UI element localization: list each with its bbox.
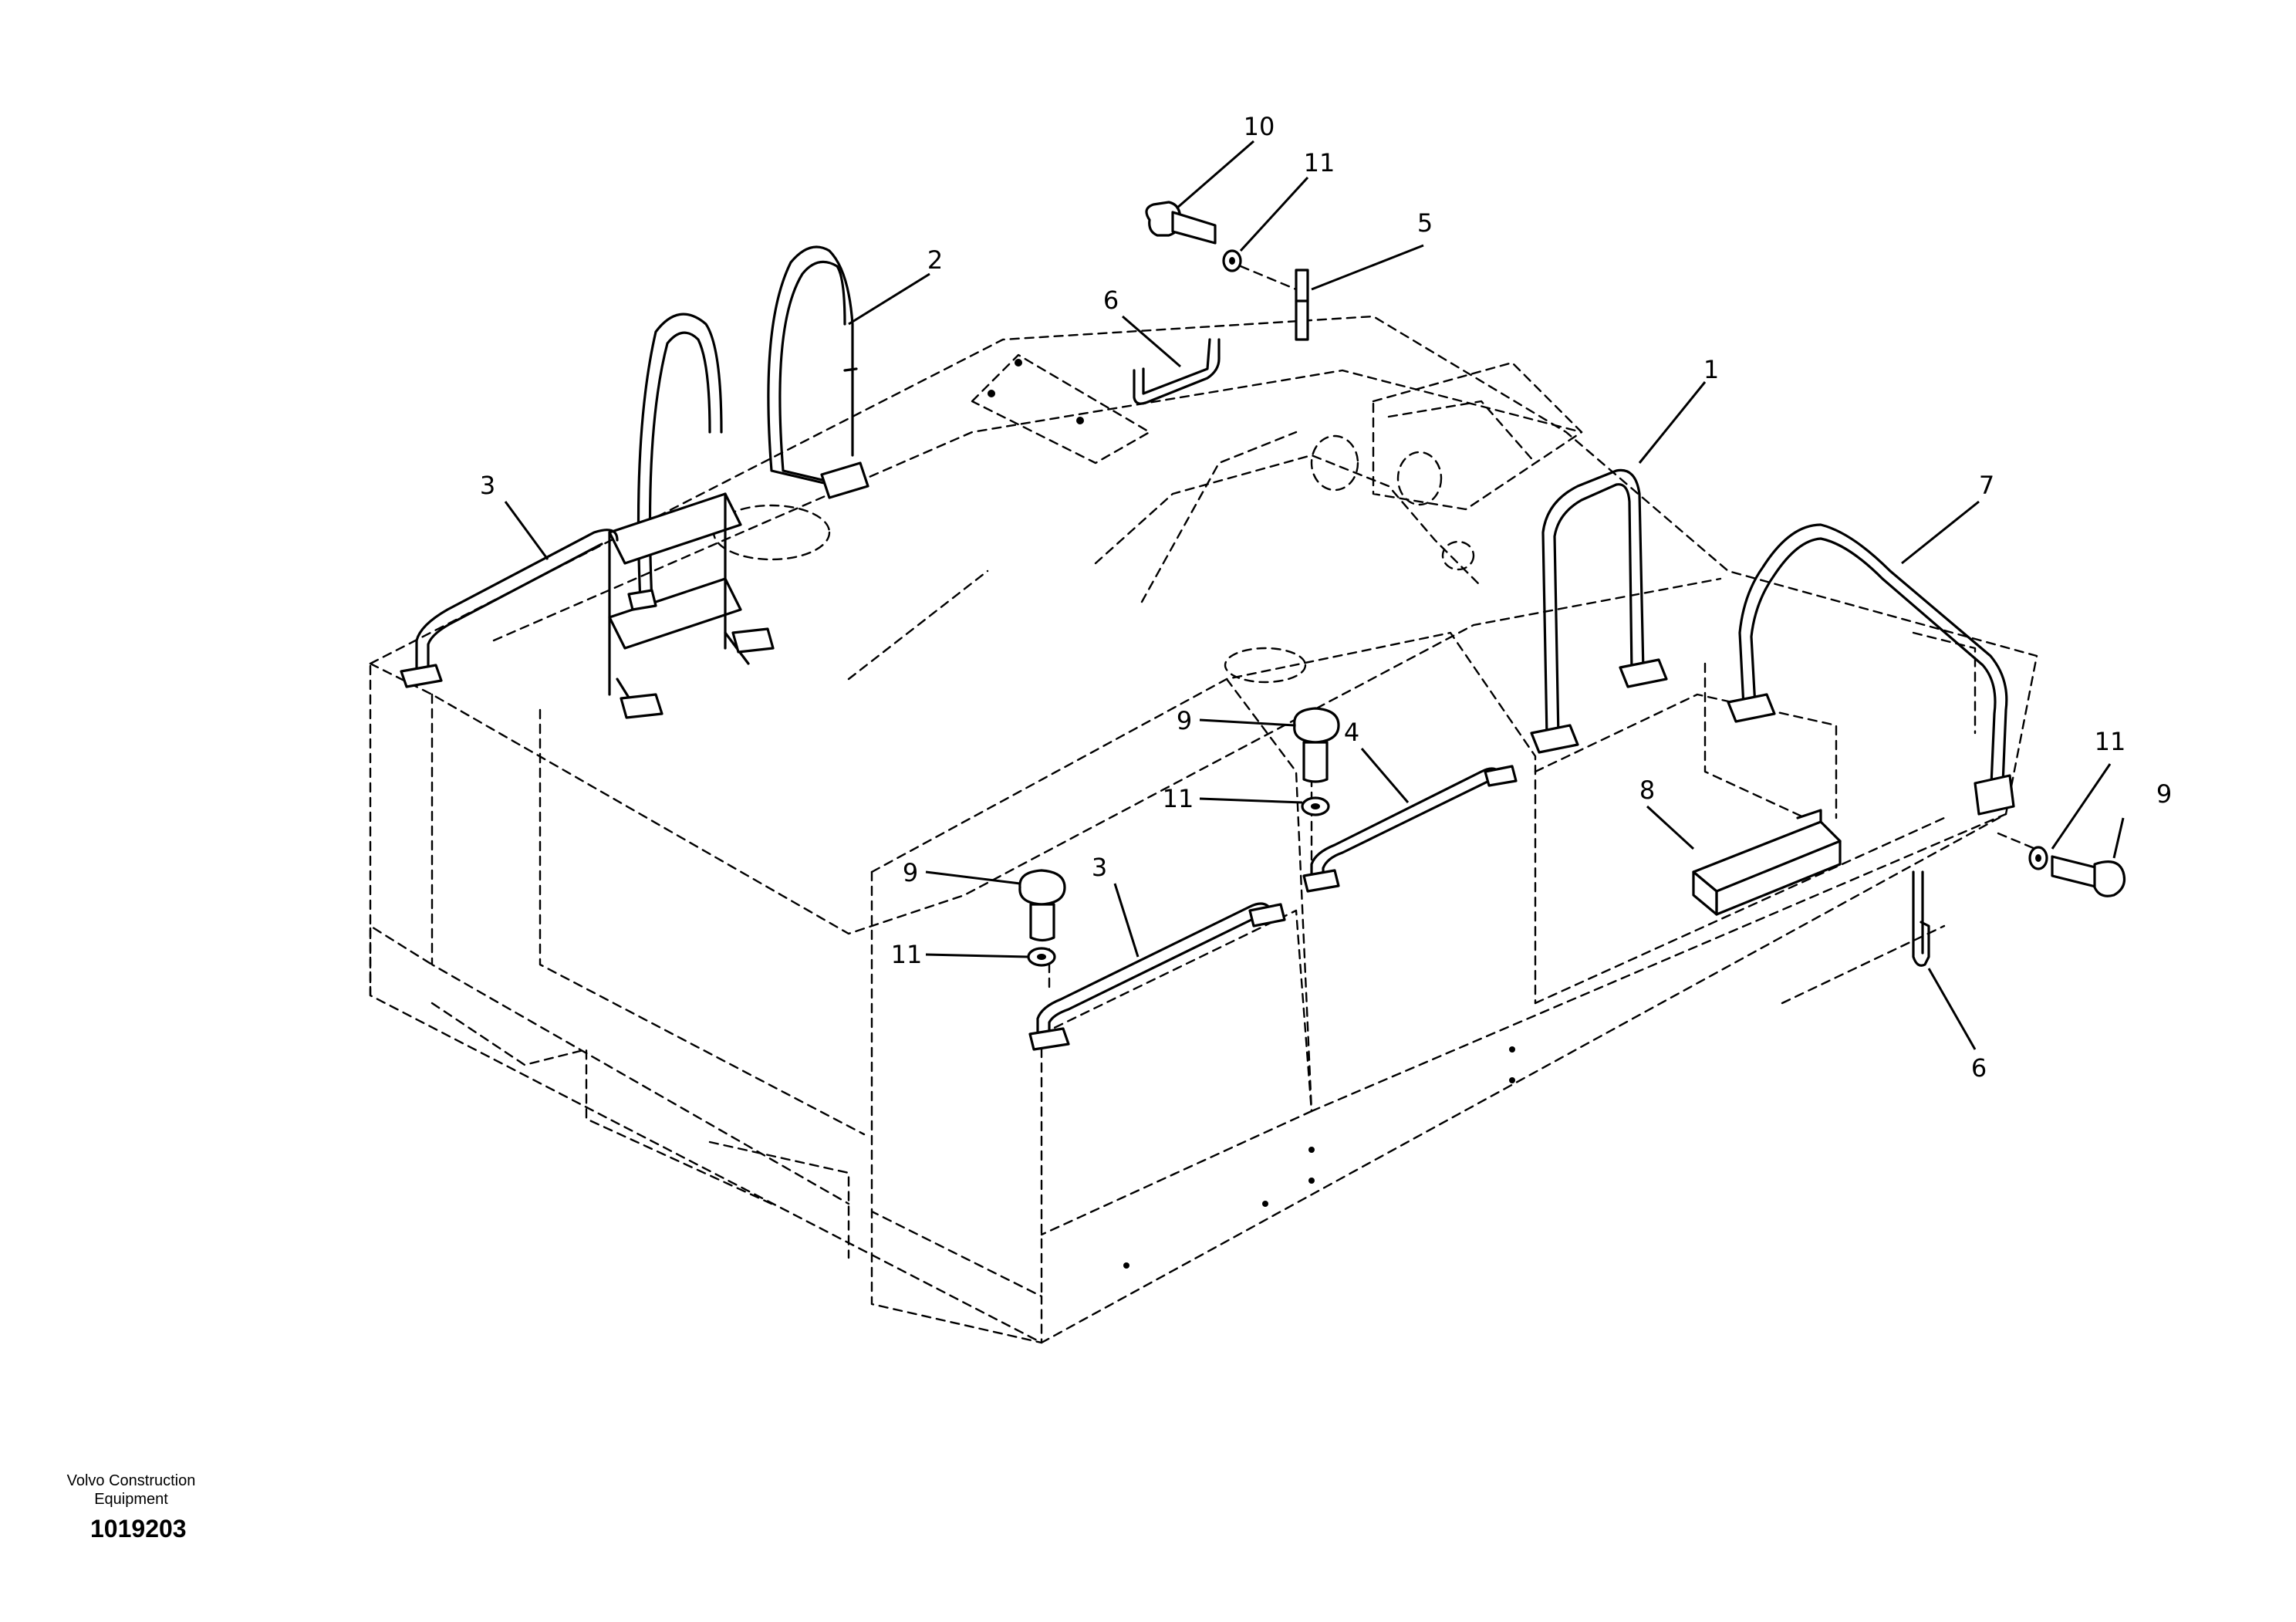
- company-name: Volvo Construction Equipment: [46, 1472, 216, 1509]
- callout-11-center: 11: [1163, 784, 1194, 813]
- callout-5: 5: [1417, 208, 1433, 238]
- callout-1: 1: [1703, 355, 1719, 384]
- part-4-handrail: [1302, 765, 1518, 893]
- company-name-line-2: Equipment: [94, 1491, 168, 1508]
- callout-3-left: 3: [480, 471, 495, 500]
- callout-9-center: 9: [1177, 706, 1192, 735]
- part-6-pin-top: [1133, 338, 1221, 405]
- callout-11-front: 11: [891, 940, 923, 969]
- callout-4: 4: [1344, 718, 1359, 747]
- part-1-handrail: [1530, 468, 1668, 754]
- part-2-rear-handrail: [767, 245, 869, 499]
- callout-2: 2: [927, 245, 943, 275]
- callout-10: 10: [1244, 112, 1275, 141]
- callout-7: 7: [1979, 471, 1994, 500]
- callout-8: 8: [1639, 776, 1655, 805]
- part-9-bolt-right: [2051, 855, 2126, 897]
- part-11-washer-top: [1222, 249, 1242, 272]
- part-8-step: [1692, 809, 1842, 916]
- callout-9-right: 9: [2156, 779, 2172, 809]
- company-name-line-1: Volvo Construction: [66, 1472, 196, 1489]
- leader-lines: [504, 140, 2125, 1050]
- callout-11-top: 11: [1304, 148, 1335, 177]
- callout-6-top: 6: [1103, 286, 1119, 315]
- part-9-bolt-center: [1293, 707, 1340, 783]
- callout-9-front: 9: [903, 858, 918, 887]
- callout-11-right: 11: [2095, 727, 2126, 756]
- part-11-washer-front: [1027, 947, 1056, 967]
- part-10-bolt: [1145, 201, 1217, 245]
- machine-body-outline: [369, 315, 2038, 1344]
- drawing-number: 1019203: [90, 1515, 187, 1543]
- part-11-washer-center: [1301, 796, 1330, 816]
- part-5-pin: [1295, 269, 1309, 341]
- part-3-front-handrail: [1028, 902, 1286, 1051]
- callout-6-right: 6: [1971, 1053, 1987, 1083]
- part-7-handrail: [1727, 523, 2015, 816]
- part-9-bolt-front: [1018, 869, 1066, 942]
- callout-3-front: 3: [1092, 853, 1107, 882]
- part-6-pin-right: [1912, 870, 1930, 967]
- part-3-ladder-assembly: [608, 313, 775, 719]
- callout-labels: 10 11 5 2 6 1 3 7 11 9 9 4 11 8 3 9 11 6: [480, 112, 2172, 1083]
- part-3-left-handrail: [400, 529, 619, 688]
- part-11-washer-right: [2028, 846, 2048, 870]
